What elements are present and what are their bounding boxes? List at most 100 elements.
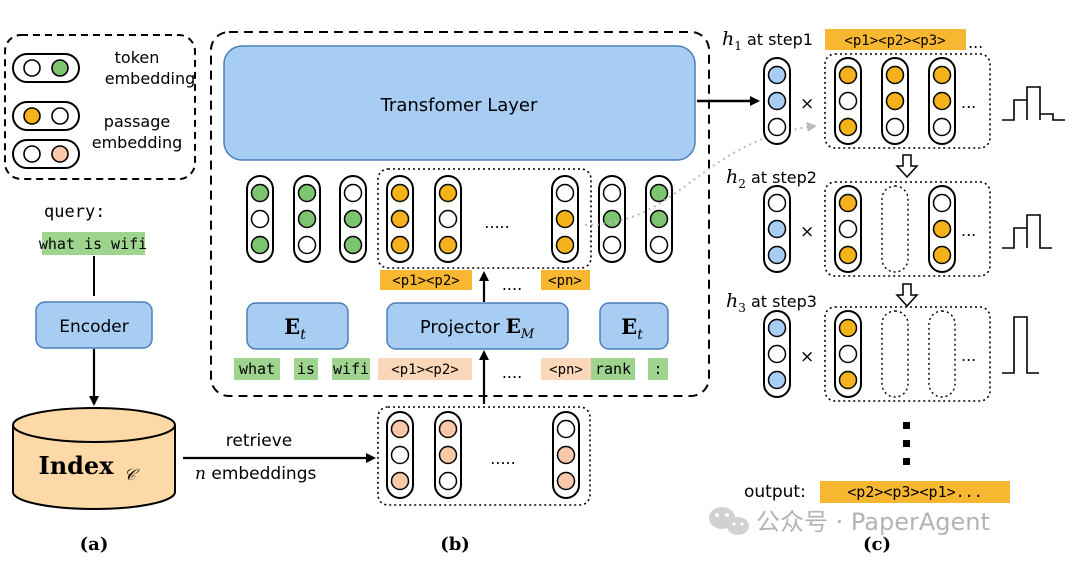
- embedding-dim: [556, 419, 576, 439]
- transformer-layer-box: [223, 45, 696, 161]
- embedding-dim: [932, 65, 952, 85]
- embedding-dim: [390, 419, 410, 439]
- step1-score-histogram: [1002, 86, 1065, 121]
- embedding-dim: [932, 91, 952, 111]
- embedding-dim: [602, 183, 622, 203]
- retrieved-embeddings-row: [386, 411, 580, 499]
- embedding-dim: [767, 245, 787, 265]
- et-right-label: Et: [621, 314, 643, 343]
- embedding-dim: [390, 445, 410, 465]
- embedding-dim: [343, 183, 363, 203]
- output-embedding-1: [246, 175, 274, 263]
- step3-ellipsis: ...: [961, 346, 976, 365]
- input-dots: ....: [502, 363, 522, 382]
- step3-times: ×: [800, 347, 814, 367]
- step3-score-histogram: [1002, 316, 1039, 374]
- encoder-box: [35, 301, 153, 349]
- embedding-dim: [343, 235, 363, 255]
- embedding-dim: [767, 219, 787, 239]
- embedding-dim: [767, 318, 787, 338]
- step3-query-vector: [763, 310, 791, 398]
- watermark-text: 公众号 · PaperAgent: [756, 508, 990, 536]
- embedding-dim: [390, 235, 410, 255]
- output-embeddings-row: [246, 175, 673, 263]
- embedding-dim: [250, 235, 270, 255]
- output-embedding-8: [645, 175, 673, 263]
- embedding-dim: [250, 209, 270, 229]
- wechat-icon: [709, 507, 749, 535]
- step3-candidate-2: [881, 310, 909, 398]
- ptag-p1p2: <p1><p2>: [392, 273, 459, 289]
- embedding-dim: [555, 183, 575, 203]
- embedding-dim: [838, 370, 858, 390]
- n-embeddings-label: n embeddings: [195, 464, 316, 484]
- caption-a: (a): [80, 534, 109, 555]
- token-embedding-box-left: [246, 302, 349, 350]
- step3-candidate-3: [928, 310, 956, 398]
- embedding-dim: [838, 318, 858, 338]
- retrieve-label: retrieve: [226, 431, 292, 451]
- retrieved-embedding-2: [434, 411, 462, 499]
- step1-tags: <p1><p2><p3>: [844, 33, 945, 49]
- et-left-label: Et: [284, 314, 306, 343]
- retrieved-embeddings-group: [377, 406, 591, 506]
- embedding-dim: [885, 91, 905, 111]
- panel-a: query: what is wifi Encoder Index 𝒞 retr…: [12, 202, 376, 555]
- caption-b: (b): [440, 534, 470, 555]
- step2-to-step3-arrow: [895, 283, 919, 308]
- step1-ellipsis: ...: [961, 93, 976, 112]
- embedding-dim: [885, 117, 905, 137]
- embedding-dim: [649, 209, 669, 229]
- embedding-dim: [390, 209, 410, 229]
- embedding-dim: [885, 65, 905, 85]
- output-embedding-7: [598, 175, 626, 263]
- step2-score-histogram: [1002, 214, 1052, 249]
- input-token-pn: <pn>: [549, 362, 583, 378]
- output-label: output:: [744, 482, 806, 502]
- ptag-dots: ....: [502, 275, 522, 294]
- query-label: query:: [44, 202, 105, 222]
- step1-candidate-2: [881, 57, 909, 145]
- embedding-dim: [556, 471, 576, 491]
- embedding-dim: [297, 183, 317, 203]
- step-score-rows: ×... ×... ×...: [763, 53, 1065, 402]
- input-token-p1p2: <p1><p2>: [391, 362, 458, 378]
- retrieved-embedding-1: [386, 411, 414, 499]
- step1-label: h1 at step1: [722, 28, 813, 53]
- step1-to-step2-arrow: [895, 154, 919, 179]
- index-cylinder: [12, 407, 176, 510]
- embedding-dim: [932, 219, 952, 239]
- embedding-dim: [390, 183, 410, 203]
- embedding-dim: [838, 219, 858, 239]
- step3-candidate-1: [834, 310, 862, 398]
- embedding-dim: [438, 419, 458, 439]
- retrieved-embedding-3: [552, 411, 580, 499]
- embedding-dim: [297, 209, 317, 229]
- step2-candidate-2: [881, 185, 909, 273]
- step2-label: h2 at step2: [726, 166, 817, 191]
- projector-label: Projector EM: [420, 314, 535, 342]
- step2-times: ×: [800, 222, 814, 242]
- step1-times: ×: [800, 94, 814, 114]
- embedding-dim: [932, 193, 952, 213]
- embedding-dim: [838, 65, 858, 85]
- projector-box: [386, 302, 569, 350]
- panel-b: Transfomer Layer ..... <p1><p2> <pn> ...…: [210, 31, 817, 555]
- output-embedding-5: [434, 175, 462, 263]
- output-embedding-4: [386, 175, 414, 263]
- encoder-label: Encoder: [59, 317, 129, 337]
- embedding-dim: [767, 370, 787, 390]
- caption-c: (c): [863, 534, 891, 555]
- legend-passage-line1: passage: [104, 112, 170, 131]
- embedding-dim: [438, 209, 458, 229]
- step2-ellipsis: ...: [961, 221, 976, 240]
- input-token-what: what: [239, 360, 275, 378]
- embedding-dim: [390, 471, 410, 491]
- step2-candidate-3: [928, 185, 956, 273]
- step1-query-vector: [763, 57, 791, 145]
- input-token-rank: rank: [595, 360, 631, 378]
- embedding-dim: [838, 344, 858, 364]
- query-text: what is wifi: [39, 235, 147, 253]
- step1-candidate-1: [834, 57, 862, 145]
